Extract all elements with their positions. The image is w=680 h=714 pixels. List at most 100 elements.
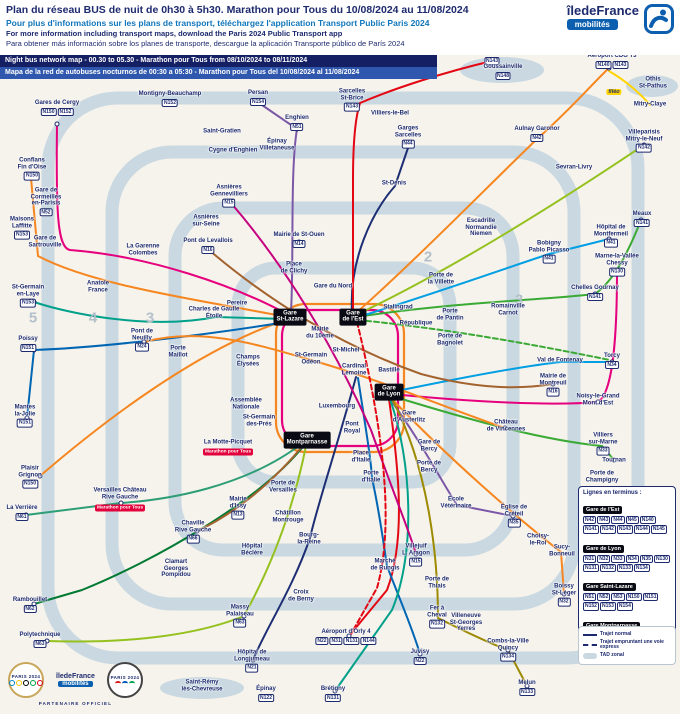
station-label: Sucy-Bonneuil bbox=[549, 544, 575, 557]
line-badge: N35 bbox=[639, 554, 653, 563]
legend-tad-swatch bbox=[583, 652, 597, 659]
station-label: St-Michel bbox=[332, 347, 360, 354]
station-label: Villiers-le-Bel bbox=[371, 110, 409, 117]
fare-zone-number: 2 bbox=[423, 248, 433, 266]
header: Plan du réseau BUS de nuit de 0h30 à 5h3… bbox=[0, 0, 680, 55]
station-label: St-Denis bbox=[381, 180, 407, 187]
line-badge: N150 bbox=[625, 593, 642, 602]
line-badge: N133 bbox=[616, 563, 633, 572]
station-label: Luxembourg bbox=[318, 403, 356, 410]
fare-zone-number: 3 bbox=[145, 309, 155, 327]
olympic-emblem-icon: PARIS 2024 bbox=[8, 662, 44, 698]
partner-official-label: PARTENAIRE OFFICIEL bbox=[38, 701, 113, 706]
fare-zone-number: 4 bbox=[88, 309, 98, 327]
line-badge: N150 bbox=[24, 172, 40, 181]
banner-spanish: Mapa de la red de autobuses nocturnos de… bbox=[0, 67, 437, 79]
legend-dashed-swatch bbox=[583, 644, 597, 646]
line-badge: N154 bbox=[616, 602, 633, 611]
line-badge: N13 bbox=[231, 511, 245, 520]
line-badge: N131 bbox=[583, 563, 599, 572]
line-badge: N152 bbox=[57, 107, 74, 116]
line-badge: N53 bbox=[611, 593, 625, 602]
line-badge: N22 bbox=[413, 656, 427, 665]
paralympic-agitos-icon bbox=[114, 680, 135, 686]
line-badge: N63 bbox=[233, 619, 247, 628]
line-badge: N132 bbox=[599, 563, 616, 572]
idfm-logo: îledeFrance mobilités bbox=[566, 4, 674, 39]
station-label: Gare du Nord bbox=[313, 283, 353, 290]
line-badge: N153 bbox=[14, 231, 30, 240]
line-badge: N34 bbox=[625, 554, 639, 563]
line-badge: N44 bbox=[611, 516, 625, 525]
legend-solid-swatch bbox=[583, 633, 597, 636]
paralympic-emblem-label: PARIS 2024 bbox=[110, 674, 140, 680]
legend-label: Trajet empruntant une voie express bbox=[600, 638, 664, 650]
line-badge: N131 bbox=[343, 636, 360, 645]
station-label: Stalingrad bbox=[383, 304, 413, 311]
line-badge: N122 bbox=[258, 693, 274, 702]
line-badge: N143 bbox=[344, 103, 360, 112]
station-label: Cygne d'Enghien bbox=[208, 147, 258, 154]
legend-terminal-name: Gare de l'Est bbox=[583, 506, 623, 514]
line-badge: N33 bbox=[611, 554, 625, 563]
station-label: La Motte-Picquet bbox=[203, 439, 253, 446]
line-badge: N21 bbox=[245, 664, 259, 673]
line-badge: N52 bbox=[597, 593, 611, 602]
line-badge: N14 bbox=[292, 239, 306, 248]
line-badge: N41 bbox=[542, 255, 556, 264]
station-label: République bbox=[399, 320, 433, 327]
line-badge: N51 bbox=[290, 122, 304, 131]
line-badge: N144 bbox=[360, 636, 377, 645]
idfm-logo-icon bbox=[644, 4, 674, 39]
legend-solid-row: Trajet normal bbox=[583, 631, 671, 638]
olympic-rings-icon bbox=[9, 680, 43, 686]
marathon-badge: Marathon pour Tous bbox=[94, 504, 146, 512]
line-badge: N140 bbox=[595, 60, 612, 69]
idfm-brand-sub: mobilités bbox=[566, 19, 618, 30]
fileo-badge: filéo bbox=[606, 89, 622, 95]
